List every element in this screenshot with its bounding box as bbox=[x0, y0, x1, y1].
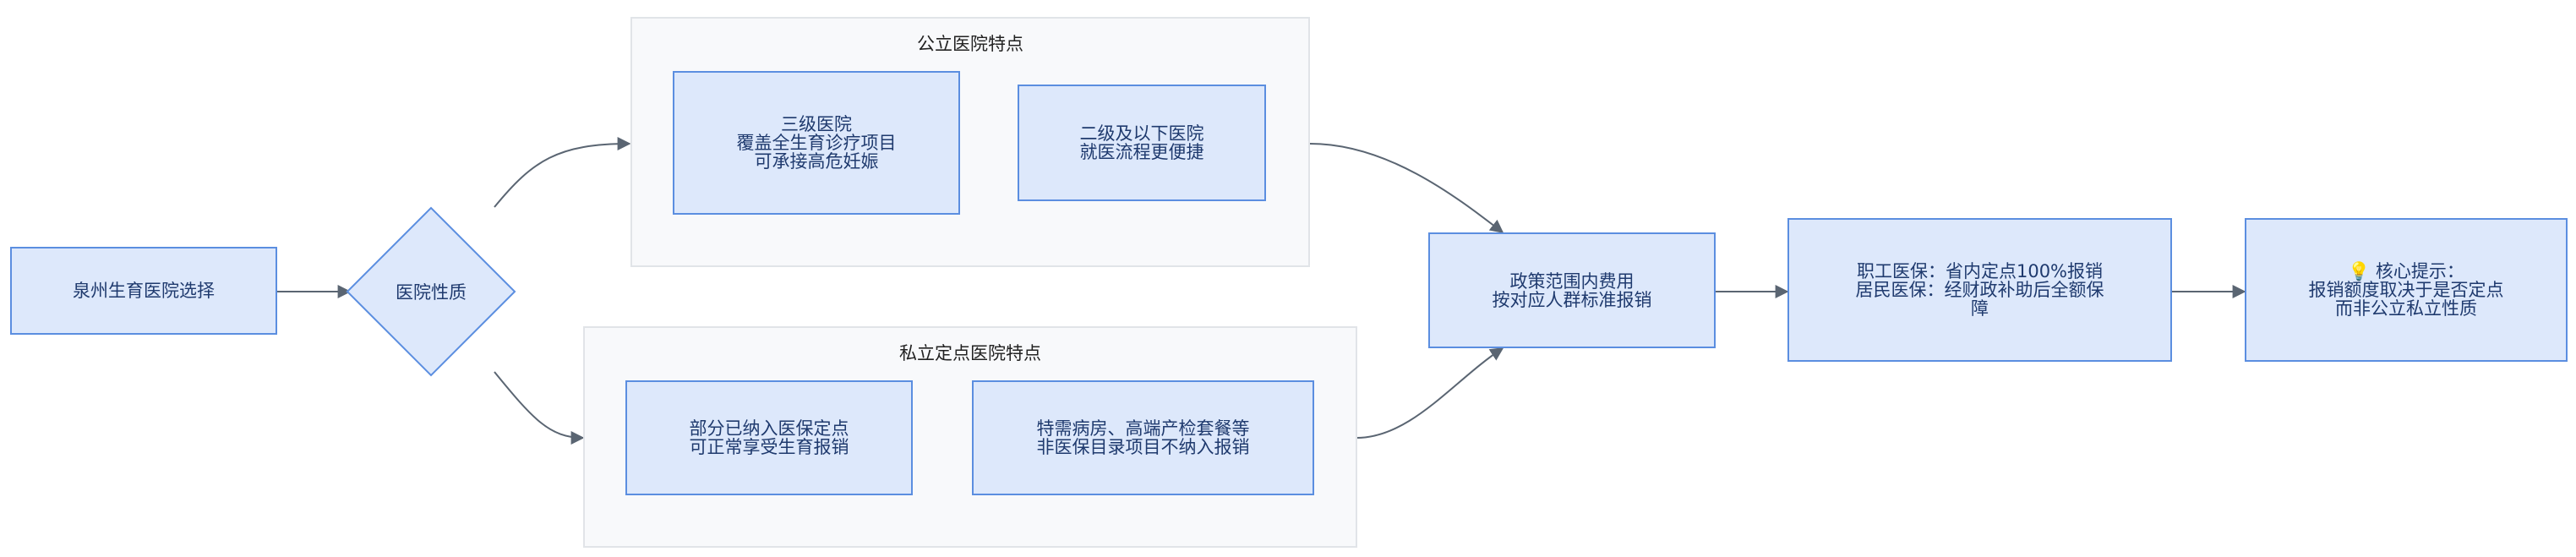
core-tip-node: 💡 核心提示： 报销额度取决于是否定点 而非公立私立性质 bbox=[2245, 218, 2568, 362]
edge-public-to-policy bbox=[1309, 143, 1504, 233]
edge-decision-to-public bbox=[494, 137, 631, 208]
tier2-hospital-label: 二级及以下医院 就医流程更便捷 bbox=[1079, 123, 1204, 162]
start-node-label: 泉州生育医院选择 bbox=[73, 281, 215, 301]
insurance-node: 职工医保：省内定点100%报销 居民医保：经财政补助后全额保 障 bbox=[1787, 218, 2172, 362]
tier3-hospital-node: 三级医院 覆盖全生育诊疗项目 可承接高危妊娠 bbox=[673, 71, 960, 215]
start-node: 泉州生育医院选择 bbox=[10, 247, 277, 335]
policy-node: 政策范围内费用 按对应人群标准报销 bbox=[1428, 232, 1716, 348]
insurance-label: 职工医保：省内定点100%报销 居民医保：经财政补助后全额保 障 bbox=[1855, 261, 2104, 319]
tier3-hospital-label: 三级医院 覆盖全生育诊疗项目 可承接高危妊娠 bbox=[736, 114, 897, 172]
decision-node: 医院性质 bbox=[346, 206, 516, 377]
tier2-hospital-node: 二级及以下医院 就医流程更便捷 bbox=[1018, 85, 1266, 201]
edge-private-to-policy bbox=[1356, 347, 1504, 439]
private-insured-label: 部分已纳入医保定点 可正常享受生育报销 bbox=[689, 418, 849, 457]
private-hospital-group-title: 私立定点医院特点 bbox=[899, 343, 1041, 363]
decision-node-label: 医院性质 bbox=[396, 282, 467, 303]
core-tip-label: 💡 核心提示： 报销额度取决于是否定点 而非公立私立性质 bbox=[2308, 261, 2504, 319]
private-special-node: 特需病房、高端产检套餐等 非医保目录项目不纳入报销 bbox=[972, 380, 1314, 495]
edge-decision-to-private bbox=[494, 371, 585, 445]
public-hospital-group-title: 公立医院特点 bbox=[917, 34, 1023, 54]
private-insured-node: 部分已纳入医保定点 可正常享受生育报销 bbox=[625, 380, 913, 495]
policy-label: 政策范围内费用 按对应人群标准报销 bbox=[1492, 270, 1652, 310]
private-special-label: 特需病房、高端产检套餐等 非医保目录项目不纳入报销 bbox=[1036, 418, 1250, 457]
